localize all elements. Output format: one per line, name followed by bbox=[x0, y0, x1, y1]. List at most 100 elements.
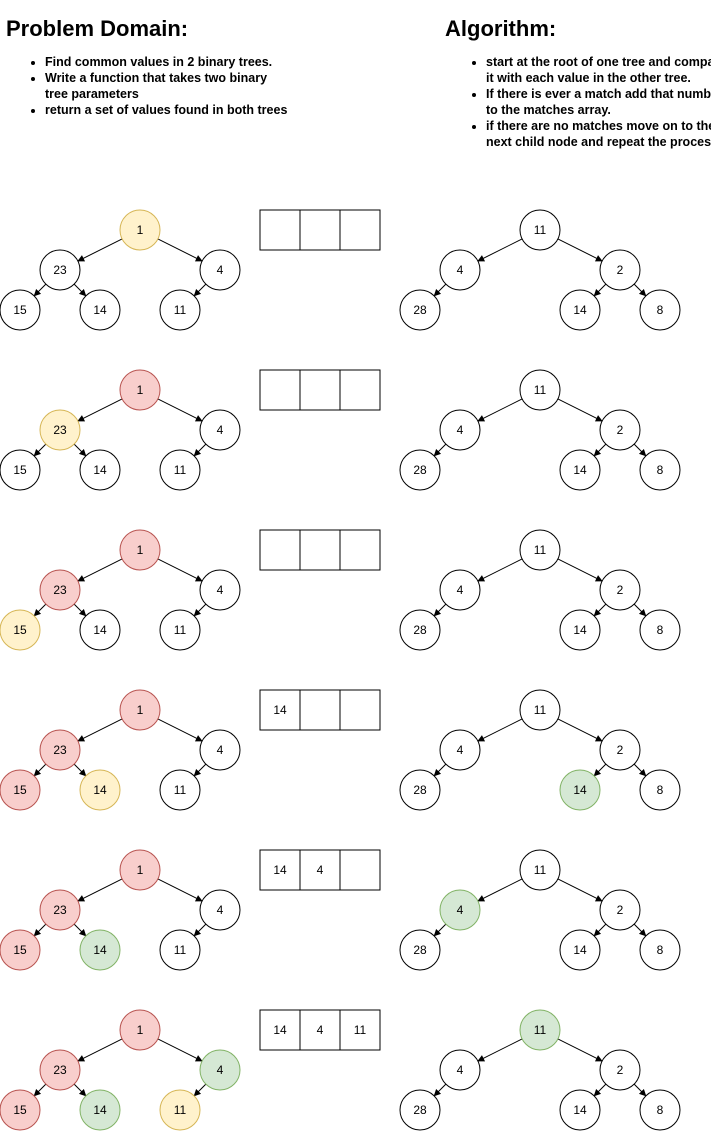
tree-a-node-default bbox=[0, 289, 41, 331]
matches-cell bbox=[299, 689, 341, 731]
tree-b-node-label: 14 bbox=[573, 623, 587, 637]
tree-a-node-label: 15 bbox=[13, 303, 27, 317]
tree-a-edge bbox=[73, 283, 87, 297]
matches-cell-value: 14 bbox=[273, 703, 287, 717]
algorithm-title: Algorithm: bbox=[445, 16, 557, 41]
tree-b-node-label: 8 bbox=[657, 783, 664, 797]
tree-b-node-label: 2 bbox=[617, 583, 624, 597]
tree-a-node-current bbox=[119, 209, 161, 251]
tree-a-node-default bbox=[159, 929, 201, 971]
tree-a-node-visited bbox=[119, 689, 161, 731]
tree-a-node-label: 4 bbox=[217, 263, 224, 277]
tree-b-node-label: 4 bbox=[457, 423, 464, 437]
tree-a-edge bbox=[193, 603, 207, 617]
tree-b-edge bbox=[633, 603, 647, 617]
tree-b-node-label: 4 bbox=[457, 583, 464, 597]
tree-b-edge bbox=[557, 878, 603, 902]
matches-cell bbox=[259, 529, 301, 571]
tree-b-node-label: 4 bbox=[457, 903, 464, 917]
tree-a-node-label: 14 bbox=[93, 303, 107, 317]
tree-b-node-default bbox=[399, 929, 441, 971]
tree-b-node-default bbox=[519, 529, 561, 571]
tree-b-node-label: 2 bbox=[617, 263, 624, 277]
tree-b-node-label: 11 bbox=[534, 863, 547, 877]
tree-b-edge bbox=[477, 718, 523, 742]
problem-domain-list: Find common values in 2 binary trees. Wr… bbox=[25, 54, 290, 118]
tree-a-node-label: 14 bbox=[93, 943, 107, 957]
tree-a-node-visited bbox=[119, 529, 161, 571]
tree-b-node-label: 4 bbox=[457, 1063, 464, 1077]
tree-a-node-match bbox=[199, 1049, 241, 1091]
tree-a-edge bbox=[77, 878, 123, 902]
tree-b-node-default bbox=[439, 729, 481, 771]
tree-a-node-default bbox=[199, 409, 241, 451]
tree-a-node-label: 15 bbox=[13, 943, 27, 957]
tree-a-edge bbox=[33, 443, 47, 457]
tree-a-node-default bbox=[79, 609, 121, 651]
algorithm-list: start at the root of one tree and compar… bbox=[466, 54, 711, 150]
tree-b-node-default bbox=[439, 249, 481, 291]
tree-b-node-label: 8 bbox=[657, 303, 664, 317]
matches-cell bbox=[339, 369, 381, 411]
tree-a-node-default bbox=[199, 569, 241, 611]
tree-a-node-label: 14 bbox=[93, 783, 107, 797]
tree-a-node-label: 11 bbox=[174, 943, 187, 957]
tree-b-node-default bbox=[559, 609, 601, 651]
tree-a-edge bbox=[157, 718, 203, 742]
tree-a-edge bbox=[193, 763, 207, 777]
tree-b-node-label: 28 bbox=[413, 463, 427, 477]
tree-a-node-label: 23 bbox=[53, 743, 67, 757]
tree-a-node-default bbox=[159, 449, 201, 491]
tree-a-node-label: 4 bbox=[217, 423, 224, 437]
tree-b-node-default bbox=[639, 609, 681, 651]
tree-b-node-label: 2 bbox=[617, 423, 624, 437]
tree-a-node-default bbox=[39, 249, 81, 291]
tree-b-node-label: 14 bbox=[573, 783, 587, 797]
tree-a-node-visited bbox=[0, 1089, 41, 1131]
tree-a-node-label: 14 bbox=[93, 463, 107, 477]
tree-b-node-label: 11 bbox=[534, 703, 547, 717]
tree-b-edge bbox=[477, 558, 523, 582]
tree-a-node-visited bbox=[0, 929, 41, 971]
tree-a-node-visited bbox=[39, 1049, 81, 1091]
tree-a-node-label: 23 bbox=[53, 903, 67, 917]
algorithm-bullet: start at the root of one tree and compar… bbox=[486, 54, 711, 86]
tree-b-node-label: 14 bbox=[573, 303, 587, 317]
tree-b-node-label: 11 bbox=[534, 383, 547, 397]
tree-a-node-visited bbox=[119, 849, 161, 891]
tree-a-node-label: 23 bbox=[53, 583, 67, 597]
tree-a-node-default bbox=[0, 449, 41, 491]
tree-a-node-label: 15 bbox=[13, 1103, 27, 1117]
tree-b-node-label: 11 bbox=[534, 543, 547, 557]
problem-domain-bullet: Write a function that takes two binary t… bbox=[45, 70, 290, 102]
tree-a-edge bbox=[77, 238, 123, 262]
tree-a-node-label: 14 bbox=[93, 1103, 107, 1117]
tree-b-edge bbox=[633, 443, 647, 457]
tree-a-node-label: 23 bbox=[53, 423, 67, 437]
tree-a-node-label: 23 bbox=[53, 263, 67, 277]
matches-cell bbox=[299, 369, 341, 411]
tree-b-node-default bbox=[399, 449, 441, 491]
tree-b-node-default bbox=[519, 209, 561, 251]
tree-a-node-label: 4 bbox=[217, 743, 224, 757]
tree-a-node-default bbox=[159, 289, 201, 331]
tree-a-node-default bbox=[199, 729, 241, 771]
tree-b-edge bbox=[557, 238, 603, 262]
matches-cell-value: 14 bbox=[273, 863, 287, 877]
tree-b-node-label: 28 bbox=[413, 1103, 427, 1117]
tree-b-edge bbox=[593, 283, 607, 297]
tree-b-node-default bbox=[599, 889, 641, 931]
tree-b-node-match bbox=[559, 769, 601, 811]
tree-a-node-label: 15 bbox=[13, 463, 27, 477]
tree-b-edge bbox=[477, 878, 523, 902]
tree-b-edge bbox=[433, 923, 447, 937]
tree-a-node-label: 11 bbox=[174, 463, 187, 477]
tree-b-node-default bbox=[399, 609, 441, 651]
tree-a-edge bbox=[193, 443, 207, 457]
tree-b-edge bbox=[557, 398, 603, 422]
tree-a-node-label: 1 bbox=[137, 703, 144, 717]
tree-b-edge bbox=[633, 1083, 647, 1097]
tree-b-edge bbox=[593, 763, 607, 777]
